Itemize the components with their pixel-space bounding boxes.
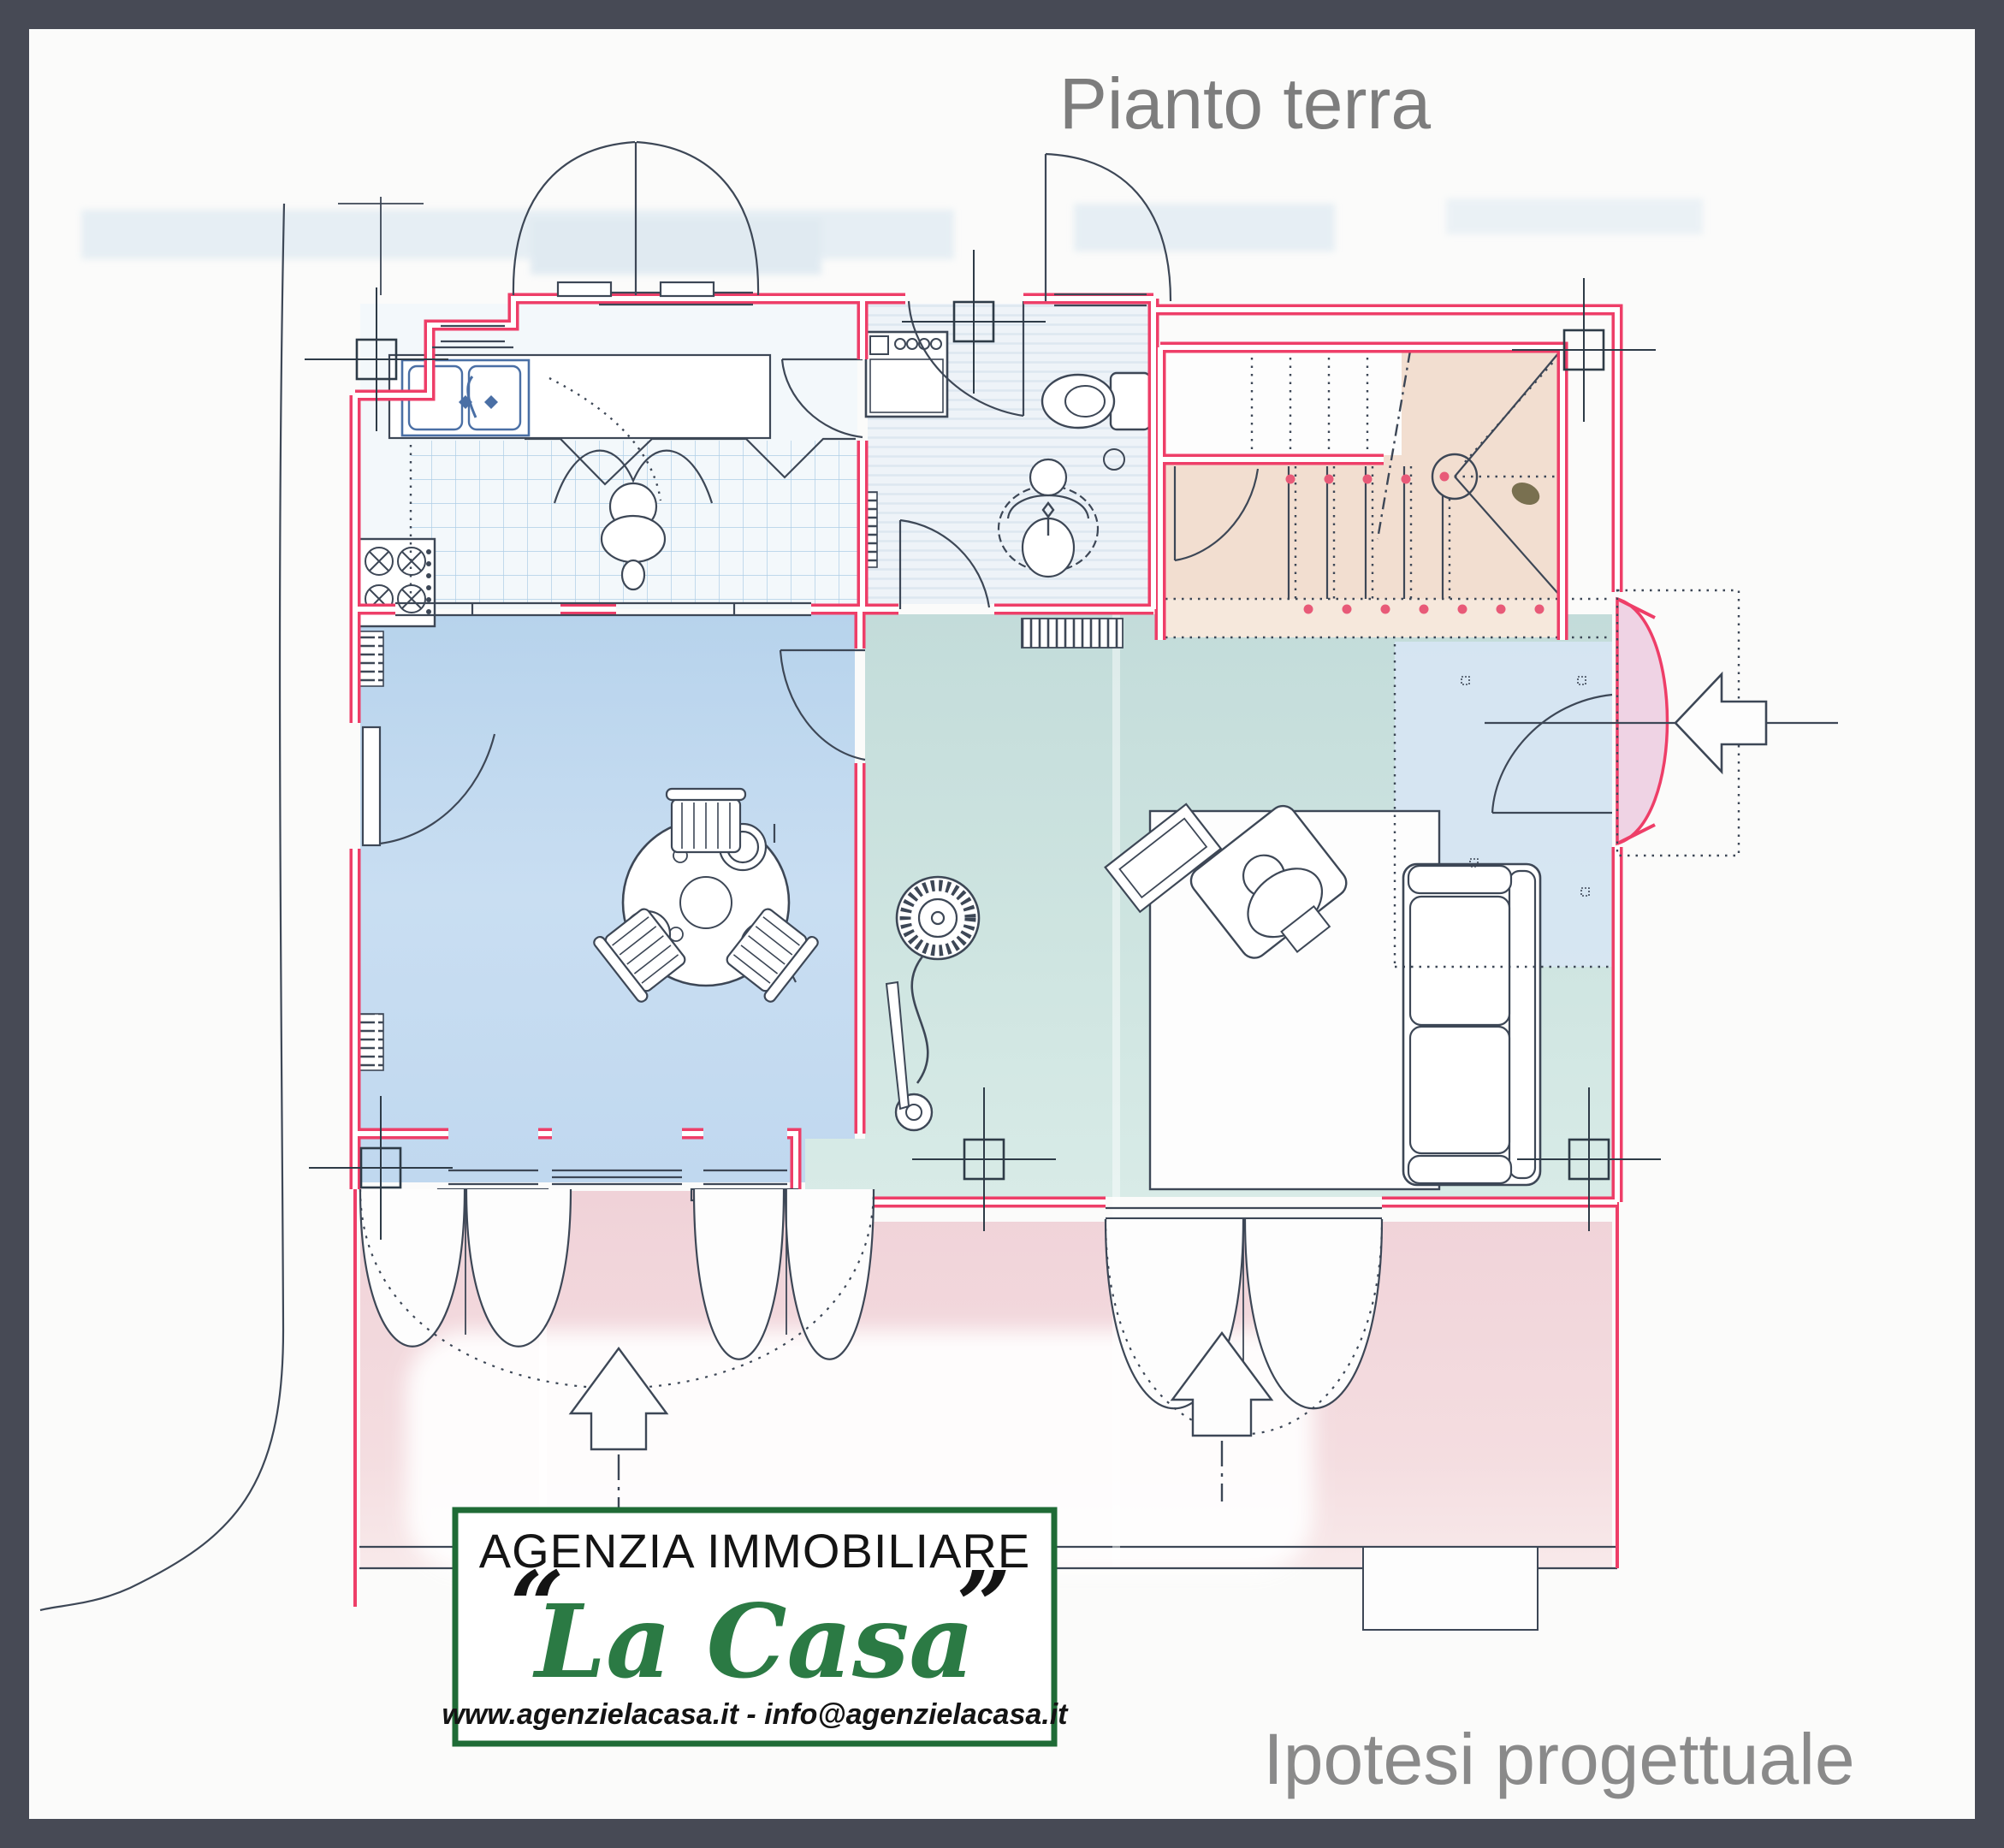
caption-ipotesi: Ipotesi progettuale: [1263, 1719, 1854, 1799]
living-room: [885, 618, 1613, 1191]
stove-knobs: [426, 549, 431, 614]
page-title: Pianto terra: [1059, 63, 1432, 144]
person-at-sink: [553, 449, 714, 591]
logo-quote-close: ”: [957, 1550, 1011, 1661]
scan-streak: [1112, 614, 1120, 1566]
stair-cut-line: [1376, 350, 1412, 540]
entry-corner-dots: [1461, 676, 1590, 897]
front-door-swing-arc: [1491, 693, 1613, 814]
logo-website: www.agenzielacasa.it - info@agenzielacas…: [442, 1698, 1069, 1731]
property-boundary-line: [39, 203, 286, 1612]
bathroom-door-swing-arc: [899, 518, 991, 608]
entrance-porch: [1485, 589, 1838, 857]
stair-door-swing-arc: [1174, 468, 1260, 562]
bidet-tap-icon: [1041, 501, 1055, 536]
staircase-landing: [1165, 599, 1559, 637]
exterior-shutter-arcs: [338, 140, 1172, 302]
kitchen-sink: [400, 358, 531, 437]
stair-step-dots: [1285, 471, 1545, 614]
staircase-upper-flight-cut: [1165, 352, 1402, 455]
west-door-leaf: [361, 726, 382, 847]
dining-south-windows: [448, 1169, 787, 1186]
long-board: [885, 980, 910, 1111]
armchair-with-person: [1104, 803, 1348, 959]
toilet: [1041, 371, 1152, 431]
tap-spout-icon: [466, 376, 477, 418]
kitchen-west-window: [432, 324, 513, 349]
logo-quote-open: “: [510, 1550, 564, 1661]
book: [1280, 904, 1331, 953]
terrace-step: [1362, 1546, 1539, 1631]
logo-border: [452, 1507, 1058, 1747]
dining-room: [357, 631, 866, 1071]
terrace-arrow-icon: [1170, 1330, 1274, 1502]
dining-living-door-swing-arc: [779, 649, 866, 761]
dining-radiator-south: [357, 1013, 384, 1071]
bath-north-window: [1054, 293, 1147, 307]
agency-logo-box: AGENZIA IMMOBILIARE “ La Casa ” www.agen…: [442, 1507, 1069, 1747]
washing-machine: [864, 330, 949, 418]
kitchen-door-swing-arc: [780, 358, 863, 439]
logo-line1: AGENZIA IMMOBILIARE: [479, 1524, 1030, 1578]
person-on-bidet: [997, 458, 1100, 578]
entry-zone-dotted: [1393, 644, 1612, 968]
west-door-swing-arc: [379, 733, 496, 845]
heater-pipe: [910, 956, 929, 1084]
entrance-arrow-icon: [1674, 671, 1768, 775]
kitchen-dining-window: [395, 601, 811, 617]
dining-chair: [665, 787, 747, 854]
sofa: [1402, 862, 1542, 1187]
scan-smudge: [1511, 482, 1540, 506]
dining-radiator-north: [357, 631, 384, 687]
living-south-window: [1106, 1206, 1382, 1220]
counter-edge: [525, 437, 856, 486]
staircase: [1165, 350, 1612, 639]
living-radiator: [1021, 618, 1124, 649]
kitchen: [358, 353, 863, 628]
logo-name: La Casa: [532, 1582, 975, 1701]
floor-drain: [1103, 448, 1125, 471]
stove-heater: [885, 875, 981, 1132]
scan-noise: [81, 198, 1703, 275]
bathroom: [861, 300, 1152, 609]
